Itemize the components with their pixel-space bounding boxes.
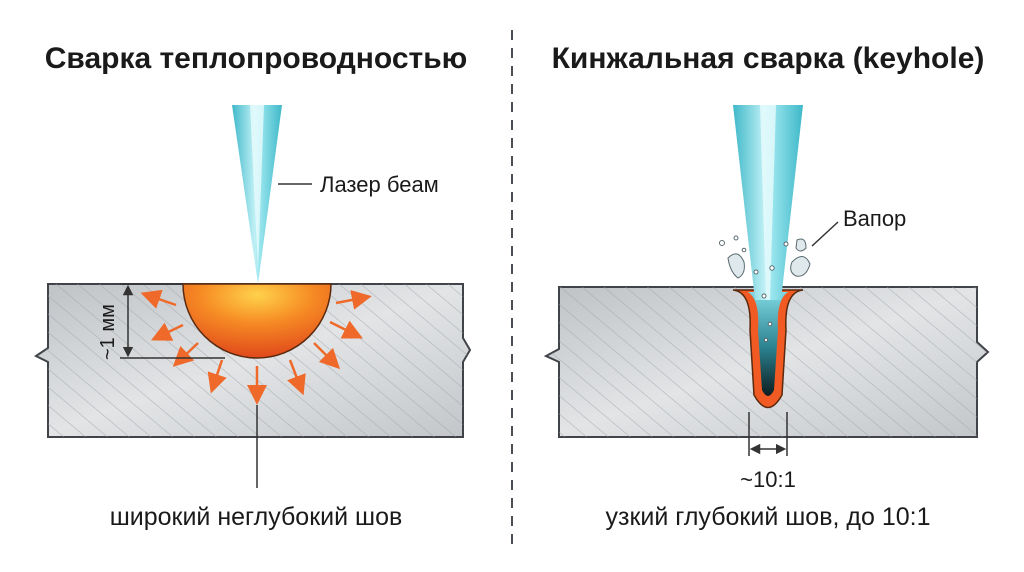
- depth-label: ~1 мм: [97, 304, 119, 360]
- beam-label: Лазер беам: [320, 172, 439, 197]
- vapor-label: Вапор: [843, 206, 906, 231]
- depth-dimension: [120, 283, 225, 359]
- left-melt-pool: [182, 283, 332, 359]
- keyhole-cavity: [748, 292, 788, 396]
- right-title: Кинжальная сварка (keyhole): [551, 42, 985, 75]
- heat-flow-arrows: [140, 289, 372, 405]
- vapor-leader-line: [811, 221, 839, 247]
- width-dimension: [748, 412, 788, 456]
- left-title: Сварка теплопроводностью: [44, 42, 468, 75]
- vapor-particles: [719, 235, 811, 343]
- right-caption: узкий глубокий шов, до 10:1: [605, 503, 931, 531]
- ratio-label: ~10:1: [740, 467, 796, 492]
- left-laser-beam: [232, 105, 282, 284]
- left-caption: широкий неглубокий шов: [109, 503, 403, 531]
- right-laser-beam: [733, 105, 803, 300]
